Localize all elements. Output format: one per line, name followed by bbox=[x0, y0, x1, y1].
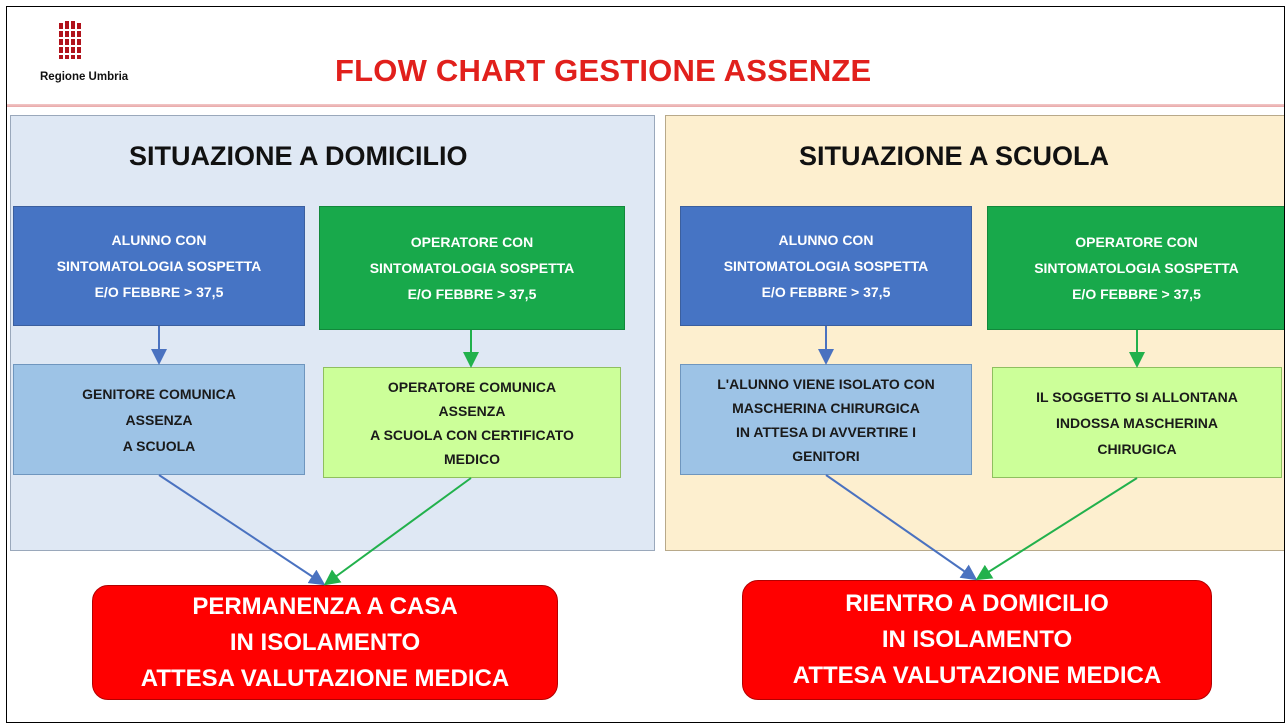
scuola-operator-action-box: IL SOGGETTO SI ALLONTANA INDOSSA MASCHER… bbox=[992, 367, 1282, 478]
domicilio-student-action-box: GENITORE COMUNICA ASSENZA A SCUOLA bbox=[13, 364, 305, 475]
panel-domicilio bbox=[10, 115, 655, 551]
scuola-student-box: ALUNNO CON SINTOMATOLOGIA SOSPETTA E/O F… bbox=[680, 206, 972, 326]
result-permanenza-text: PERMANENZA A CASA IN ISOLAMENTO ATTESA V… bbox=[140, 592, 510, 692]
scuola-student-action-text: L'ALUNNO VIENE ISOLATO CON MASCHERINA CH… bbox=[717, 375, 935, 464]
page-title: FLOW CHART GESTIONE ASSENZE bbox=[335, 53, 872, 88]
slide: Regione Umbria FLOW CHART GESTIONE ASSEN… bbox=[6, 6, 1285, 723]
logo-text: Regione Umbria bbox=[40, 71, 129, 83]
domicilio-operator-action-box: OPERATORE COMUNICA ASSENZA A SCUOLA CON … bbox=[323, 367, 621, 478]
domicilio-student-text: ALUNNO CON SINTOMATOLOGIA SOSPETTA E/O F… bbox=[56, 232, 262, 300]
panel-title-scuola: SITUAZIONE A SCUOLA bbox=[799, 141, 1109, 171]
result-permanenza-box: PERMANENZA A CASA IN ISOLAMENTO ATTESA V… bbox=[92, 585, 558, 700]
panel-scuola bbox=[665, 115, 1284, 551]
header-divider bbox=[7, 104, 1284, 107]
scuola-student-action-box: L'ALUNNO VIENE ISOLATO CON MASCHERINA CH… bbox=[680, 364, 972, 475]
result-rientro-box: RIENTRO A DOMICILIO IN ISOLAMENTO ATTESA… bbox=[742, 580, 1212, 700]
scuola-student-text: ALUNNO CON SINTOMATOLOGIA SOSPETTA E/O F… bbox=[723, 232, 929, 300]
domicilio-student-action-text: GENITORE COMUNICA ASSENZA A SCUOLA bbox=[82, 385, 236, 454]
panel-title-domicilio: SITUAZIONE A DOMICILIO bbox=[129, 141, 468, 171]
result-rientro-text: RIENTRO A DOMICILIO IN ISOLAMENTO ATTESA… bbox=[792, 590, 1162, 689]
scuola-operator-action-text: IL SOGGETTO SI ALLONTANA INDOSSA MASCHER… bbox=[1036, 388, 1238, 457]
umbria-emblem-icon bbox=[58, 19, 82, 65]
domicilio-student-box: ALUNNO CON SINTOMATOLOGIA SOSPETTA E/O F… bbox=[13, 206, 305, 326]
regione-umbria-logo: Regione Umbria bbox=[40, 19, 150, 89]
scuola-operator-box: OPERATORE CON SINTOMATOLOGIA SOSPETTA E/… bbox=[987, 206, 1284, 330]
domicilio-operator-box: OPERATORE CON SINTOMATOLOGIA SOSPETTA E/… bbox=[319, 206, 625, 330]
domicilio-operator-action-text: OPERATORE COMUNICA ASSENZA A SCUOLA CON … bbox=[370, 378, 574, 467]
domicilio-operator-text: OPERATORE CON SINTOMATOLOGIA SOSPETTA E/… bbox=[369, 234, 575, 302]
scuola-operator-text: OPERATORE CON SINTOMATOLOGIA SOSPETTA E/… bbox=[1034, 234, 1239, 302]
